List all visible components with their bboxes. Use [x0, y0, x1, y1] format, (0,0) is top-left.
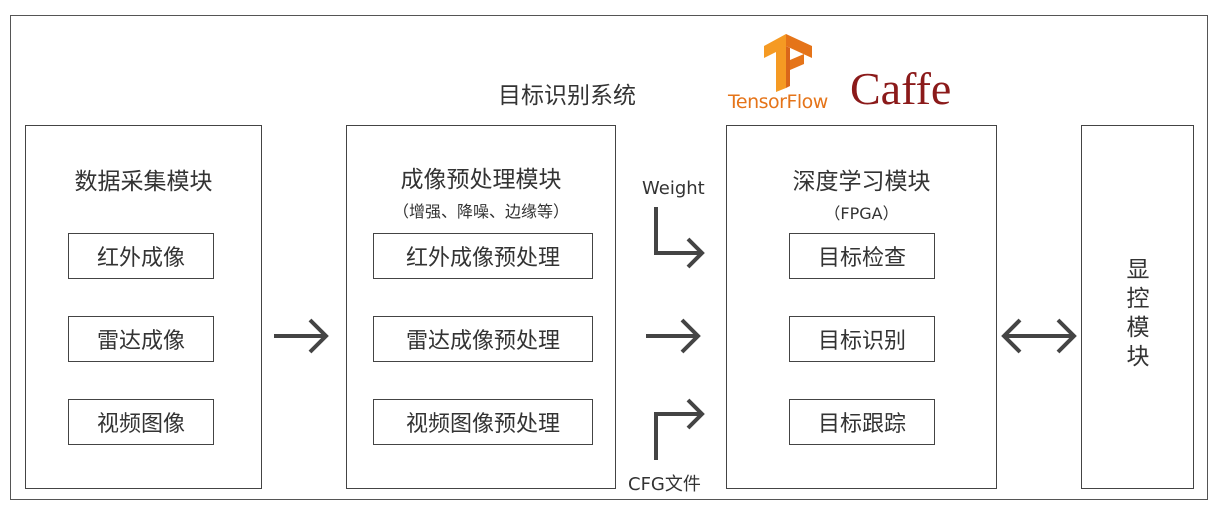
cfg-file-label: CFG文件 — [628, 474, 701, 495]
arrow-right-icon — [274, 318, 329, 354]
preprocessing-module-subtitle: （增强、降噪、边缘等） — [392, 202, 569, 221]
preprocessing-module-title: 成像预处理模块 — [400, 167, 562, 193]
acquisition-module-title: 数据采集模块 — [74, 169, 213, 195]
deep-learning-module-subtitle: （FPGA） — [824, 204, 899, 223]
deep-learning-module-title: 深度学习模块 — [792, 169, 931, 195]
arrow-right-icon — [646, 318, 701, 354]
system-title: 目标识别系统 — [498, 83, 636, 109]
caffe-logo: Caffe — [850, 63, 952, 114]
video-preprocessing-box: 视频图像预处理 — [373, 399, 593, 445]
tensorflow-wordmark: TensorFlow — [728, 91, 828, 113]
tensorflow-logo-icon — [764, 34, 812, 92]
arrow-bend-down-right-icon — [654, 207, 705, 269]
target-recognition-box: 目标识别 — [789, 316, 935, 362]
arrow-bend-up-right-icon — [654, 398, 705, 460]
display-control-module-title: 显控模块 — [1126, 257, 1150, 370]
infrared-preprocessing-box: 红外成像预处理 — [373, 233, 593, 279]
infrared-imaging-box: 红外成像 — [68, 233, 214, 279]
radar-imaging-box: 雷达成像 — [68, 316, 214, 362]
diagram-frame — [10, 15, 1208, 500]
arrow-bidirectional-icon — [1001, 318, 1077, 354]
display-control-module — [1081, 125, 1194, 489]
weight-label: Weight — [642, 178, 705, 199]
video-image-box: 视频图像 — [68, 399, 214, 445]
target-tracking-box: 目标跟踪 — [789, 399, 935, 445]
radar-preprocessing-box: 雷达成像预处理 — [373, 316, 593, 362]
target-detection-box: 目标检查 — [789, 233, 935, 279]
